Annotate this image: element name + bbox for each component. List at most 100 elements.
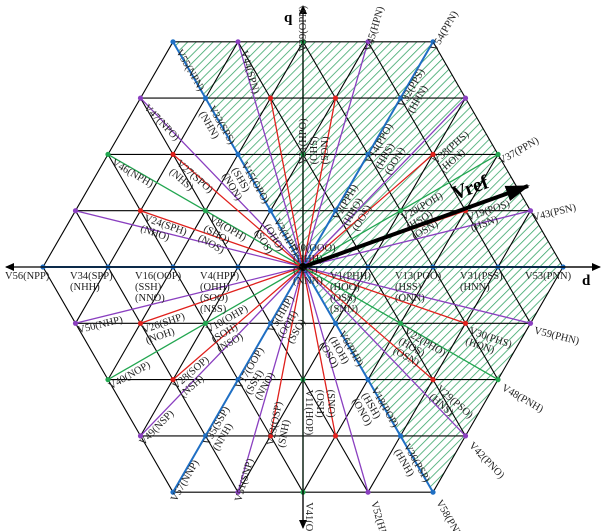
vector-label-group: V0(OOO)(HHH)(SSS)(NNN) bbox=[293, 243, 336, 287]
vector-label-group: V21(HPO)(OHS)(SON) bbox=[298, 118, 331, 165]
vector-line bbox=[75, 266, 304, 324]
vector-label: (SSS) bbox=[293, 265, 318, 276]
vector-label: V21(HPO) bbox=[298, 118, 309, 165]
grid-edge bbox=[465, 323, 499, 380]
vector-label-group: V48(PNH) bbox=[499, 383, 545, 416]
grid-edge bbox=[497, 210, 531, 268]
vector-line bbox=[237, 266, 304, 493]
vector-line bbox=[302, 266, 499, 381]
vector-tip bbox=[202, 95, 209, 101]
vector-line bbox=[302, 97, 337, 268]
vector-label: V49(NSP) bbox=[138, 408, 177, 448]
vector-line bbox=[302, 97, 466, 268]
grid-edge bbox=[335, 435, 369, 493]
grid-edge bbox=[172, 154, 206, 211]
vector-label: V0(OOO) bbox=[293, 243, 336, 254]
vector-line bbox=[302, 266, 369, 493]
grid-edge bbox=[75, 210, 109, 268]
grid-edge bbox=[42, 266, 76, 324]
vector-tip bbox=[235, 39, 241, 45]
vector-label-group: V47(NPO) bbox=[141, 103, 181, 144]
vector-label: V41(ONP) bbox=[303, 502, 314, 531]
grid-edge bbox=[367, 435, 401, 493]
vector-label-group: V41(ONP) bbox=[303, 502, 314, 531]
vector-label: (OSH) bbox=[314, 390, 325, 419]
vector-line bbox=[269, 266, 304, 437]
vector-tip bbox=[267, 95, 274, 101]
vector-label-group: V58(PNP) bbox=[433, 498, 465, 531]
grid-edge bbox=[140, 41, 174, 99]
vector-tip bbox=[235, 489, 241, 495]
vector-label-group: V1(PHH)(HOO)(OSS)(SNN) bbox=[330, 271, 371, 315]
vector-line bbox=[140, 210, 304, 268]
grid-edge bbox=[400, 379, 434, 437]
vector-label: (HNN) bbox=[460, 282, 490, 293]
grid-edge bbox=[140, 379, 174, 437]
vector-tip bbox=[365, 39, 371, 45]
vector-label-group: V8(OPH)(SHO)(NOS) bbox=[196, 214, 248, 257]
vector-tip bbox=[72, 320, 79, 326]
vector-label-group: V5(HHP)(OOH)(SSO) bbox=[267, 294, 309, 346]
grid-edge bbox=[172, 323, 206, 380]
vector-label-group: V4(HPP)(OHH)(SOO)(NSS) bbox=[200, 271, 240, 315]
grid-edge bbox=[75, 323, 109, 380]
grid-edge bbox=[400, 97, 434, 155]
vector-line bbox=[140, 97, 304, 268]
vector-tip bbox=[267, 208, 274, 214]
vector-line bbox=[302, 41, 369, 268]
vector-label-group: V59(PHN) bbox=[533, 326, 581, 348]
vector-label: (SNN) bbox=[330, 304, 359, 315]
vector-label: (NNO) bbox=[135, 293, 165, 304]
vector-label: V13(POO) bbox=[395, 271, 442, 282]
vector-label-group: V34(SPP)(NHH) bbox=[70, 271, 113, 293]
vector-label: V34(SPP) bbox=[70, 271, 113, 282]
vector-label-group: V57(NNP) bbox=[169, 458, 202, 504]
grid-edge bbox=[270, 435, 304, 493]
grid-edge bbox=[107, 210, 141, 268]
vector-label-group: V46(NPH) bbox=[109, 157, 155, 190]
grid-edge bbox=[432, 210, 466, 268]
vector-label: V53(PNN) bbox=[525, 271, 572, 282]
vector-tip bbox=[462, 95, 469, 101]
vector-line bbox=[302, 266, 337, 437]
vector-tip bbox=[170, 39, 176, 45]
vector-label: V51(SNP) bbox=[233, 457, 256, 503]
grid-edge bbox=[335, 379, 369, 437]
vector-tip bbox=[105, 151, 111, 157]
grid-edge bbox=[140, 210, 174, 268]
vector-label: V43(PSN) bbox=[532, 202, 578, 223]
vector-label: (SON) bbox=[320, 136, 331, 165]
vector-tip bbox=[137, 320, 144, 326]
grid-edge bbox=[237, 435, 271, 493]
grid-edge bbox=[432, 41, 466, 99]
vector-label: (OHS) bbox=[309, 136, 320, 165]
grid-edge bbox=[107, 97, 141, 155]
vector-label: (ONN) bbox=[395, 293, 425, 304]
vector-tip bbox=[137, 95, 144, 101]
grid-edge bbox=[237, 379, 271, 437]
vector-label-group: V52(HNP) bbox=[368, 500, 391, 531]
vector-label: (NHH) bbox=[70, 282, 100, 293]
vector-label: (SOO) bbox=[200, 293, 229, 304]
grid-edge bbox=[465, 210, 499, 268]
grid-edge bbox=[172, 379, 206, 437]
grid-edge bbox=[465, 97, 499, 155]
vector-label-group: V24(SPH)(NHO) bbox=[139, 213, 189, 244]
grid-edge bbox=[75, 266, 109, 324]
vector-label: (HOO) bbox=[330, 282, 360, 293]
vector-label-group: V54(PPN) bbox=[429, 9, 461, 53]
vector-label: V56(NPP) bbox=[5, 271, 50, 282]
vector-tip bbox=[267, 320, 274, 326]
vector-label: V1(PHH) bbox=[330, 271, 371, 282]
vector-label-group: V42(PNO) bbox=[466, 440, 506, 481]
vector-tip bbox=[235, 151, 241, 157]
grid-edge bbox=[140, 97, 174, 155]
vector-line bbox=[269, 97, 304, 268]
vector-label: V39(OPN) bbox=[298, 5, 309, 52]
grid-edge bbox=[107, 379, 141, 437]
vector-label: (OHH) bbox=[200, 282, 230, 293]
vector-label-group: V37(PPN) bbox=[497, 135, 541, 167]
vector-label: V31(PSS) bbox=[460, 271, 503, 282]
vector-line bbox=[302, 266, 434, 381]
vector-label-group: V16(OOP)(SSH)(NNO) bbox=[135, 271, 182, 304]
